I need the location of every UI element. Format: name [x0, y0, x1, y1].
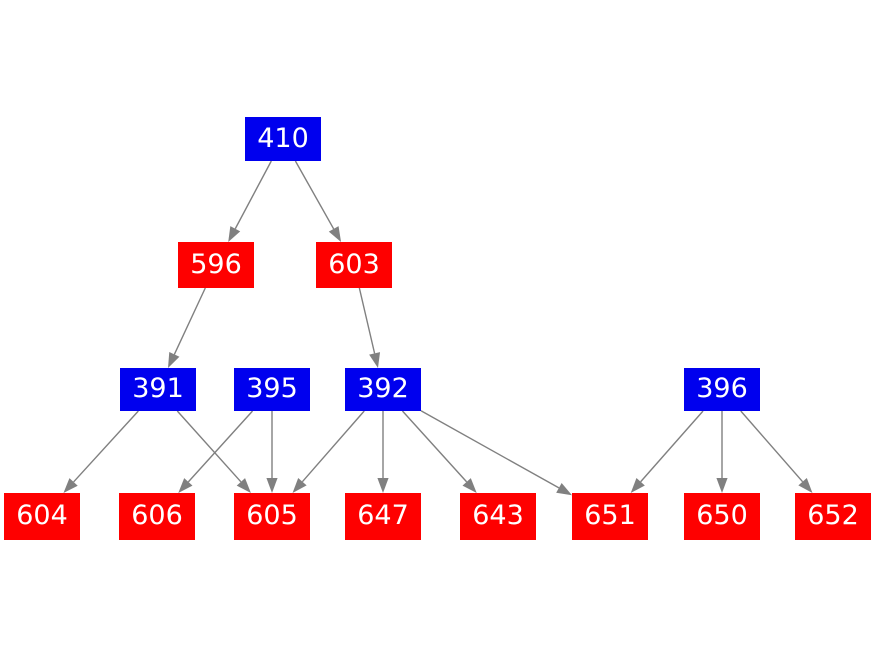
graph-edge-410-to-596: [228, 160, 272, 242]
arrowhead: [266, 478, 278, 493]
graph-node-603[interactable]: 603: [316, 242, 392, 288]
graph-node-label: 396: [696, 373, 748, 404]
graph-edge-596-to-391: [168, 287, 206, 368]
graph-edge-392-to-643: [401, 410, 477, 493]
arrowhead: [292, 478, 307, 493]
graph-edge-391-to-604: [63, 410, 139, 493]
graph-node-label: 606: [131, 500, 183, 531]
graph-node-396[interactable]: 396: [684, 368, 760, 411]
graph-node-label: 395: [246, 373, 298, 404]
graph-node-410[interactable]: 410: [245, 117, 321, 161]
graph-node-label: 596: [190, 248, 242, 280]
graph-node-643[interactable]: 643: [460, 493, 536, 540]
graph-edge-392-to-647: [377, 411, 389, 493]
arrowhead: [63, 478, 78, 493]
graph-edge-603-to-392: [358, 287, 381, 368]
graph-node-605[interactable]: 605: [234, 493, 310, 540]
graph-node-label: 651: [584, 500, 636, 531]
graph-node-label: 391: [132, 373, 184, 404]
graph-node-391[interactable]: 391: [120, 368, 196, 411]
arrowhead: [168, 352, 180, 368]
graph-edge-391-to-605: [176, 410, 251, 493]
graph-node-604[interactable]: 604: [4, 493, 80, 540]
graph-node-label: 605: [246, 500, 298, 531]
arrowhead: [377, 478, 389, 493]
arrowhead: [630, 478, 645, 493]
arrowhead: [178, 478, 193, 493]
graph-edge-392-to-651: [420, 410, 572, 496]
graph-edge-395-to-606: [178, 410, 254, 493]
graph-node-651[interactable]: 651: [572, 493, 648, 540]
graph-node-label: 643: [472, 500, 524, 531]
arrowhead: [556, 483, 572, 496]
graph-node-label: 647: [357, 500, 409, 531]
graph-node-label: 603: [328, 248, 380, 280]
graph-node-label: 652: [807, 500, 859, 531]
graph-node-label: 392: [357, 373, 409, 404]
arrowhead: [228, 226, 241, 242]
graph-node-650[interactable]: 650: [684, 493, 760, 540]
arrowhead: [798, 478, 813, 493]
graph-node-606[interactable]: 606: [119, 493, 195, 540]
arrowhead: [716, 478, 728, 493]
graph-edge-396-to-652: [740, 410, 813, 493]
graph-edge-395-to-605: [266, 411, 278, 493]
graph-node-652[interactable]: 652: [795, 493, 871, 540]
graph-node-392[interactable]: 392: [345, 368, 421, 411]
graph-edge-396-to-650: [716, 411, 728, 493]
graph-edge-392-to-605: [292, 410, 365, 493]
graph-node-395[interactable]: 395: [234, 368, 310, 411]
arrowhead: [369, 352, 381, 368]
graph-edge-396-to-651: [630, 410, 704, 493]
graph-node-label: 650: [696, 500, 748, 531]
graph-node-647[interactable]: 647: [345, 493, 421, 540]
graph-node-596[interactable]: 596: [178, 242, 254, 288]
graph-node-label: 410: [257, 122, 309, 154]
graph-node-label: 604: [16, 500, 68, 531]
graph-edge-410-to-603: [294, 160, 342, 242]
arrowhead: [462, 478, 477, 493]
arrowhead: [236, 478, 251, 493]
arrowhead: [328, 226, 342, 242]
